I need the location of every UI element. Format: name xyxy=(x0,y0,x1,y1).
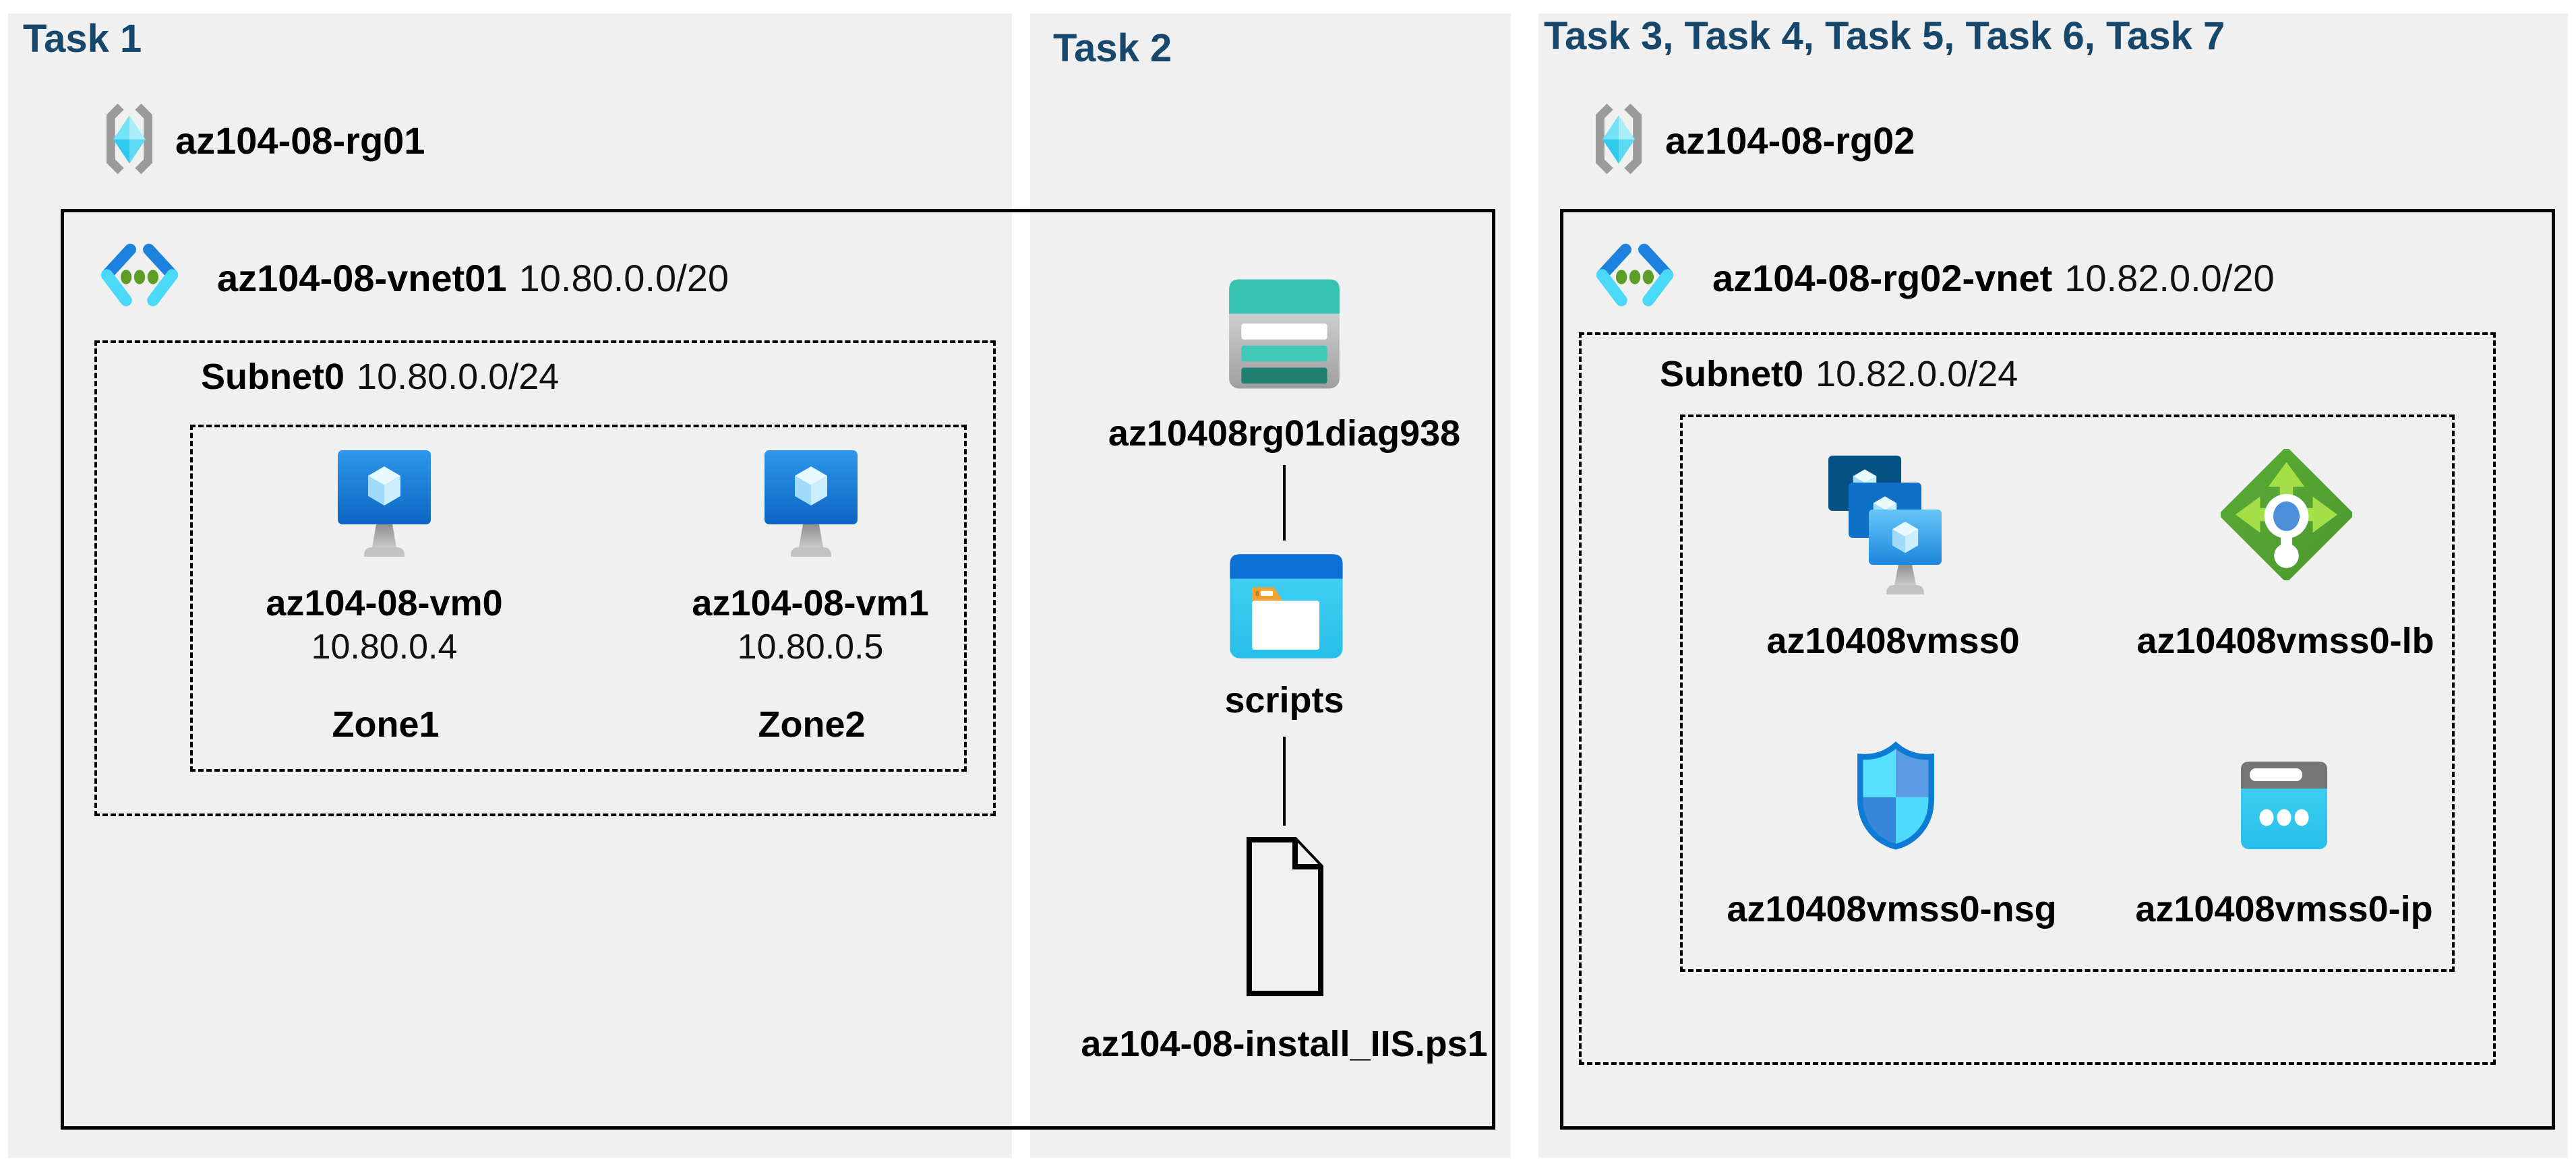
public-ip-icon xyxy=(2241,762,2327,849)
panel-task1 xyxy=(8,13,1012,1158)
vnet01-box xyxy=(61,209,1495,1130)
task2-title: Task 2 xyxy=(1053,26,1172,70)
blob-container-label: scripts xyxy=(1224,680,1344,720)
resource-group-icon xyxy=(98,100,160,178)
subnet0-label-task1: Subnet0 10.80.0.0/24 xyxy=(201,356,559,398)
vm0-name: az104-08-vm0 xyxy=(266,583,503,623)
script-file-label: az104-08-install_IIS.ps1 xyxy=(1081,1024,1488,1064)
resource-group-icon xyxy=(1588,100,1650,178)
subnet0-cidr: 10.80.0.0/24 xyxy=(357,357,560,397)
storage-account-icon xyxy=(1229,279,1340,389)
vm1-zone: Zone2 xyxy=(758,704,866,745)
vmss-label: az10408vmss0 xyxy=(1766,621,2020,661)
resource-group-label: az104-08-rg01 xyxy=(175,119,425,162)
script-file-icon xyxy=(1242,834,1327,999)
rg02-vnet-label: az104-08-rg02-vnet 10.82.0.0/20 xyxy=(1712,256,2275,300)
vnet01-name: az104-08-vnet01 xyxy=(217,257,507,299)
storage-account-label: az10408rg01diag938 xyxy=(1108,413,1461,454)
rg02-vnet-cidr: 10.82.0.0/20 xyxy=(2064,257,2275,299)
subnet0-box-task3 xyxy=(1579,332,2496,1065)
rg01-name: az104-08-rg01 xyxy=(175,119,425,162)
vm0-zone: Zone1 xyxy=(332,704,440,745)
virtual-network-icon xyxy=(100,241,179,310)
virtual-machine-icon xyxy=(760,446,862,561)
rg02-name: az104-08-rg02 xyxy=(1665,119,1915,162)
vm1-ip: 10.80.0.5 xyxy=(737,627,884,667)
subnet0-name: Subnet0 xyxy=(201,357,345,397)
load-balancer-label: az10408vmss0-lb xyxy=(2136,621,2434,661)
virtual-network-icon xyxy=(1595,241,1675,310)
load-balancer-icon xyxy=(2221,449,2352,580)
connector-line xyxy=(1283,737,1286,826)
blob-container-icon xyxy=(1230,554,1343,658)
vmss-group-box xyxy=(1680,415,2455,972)
nsg-label: az10408vmss0-nsg xyxy=(1727,889,2057,929)
task3-title: Task 3, Task 4, Task 5, Task 6, Task 7 xyxy=(1544,14,2225,58)
subnet0-box-task1 xyxy=(94,340,996,816)
subnet0-label-task3: Subnet0 10.82.0.0/24 xyxy=(1660,353,2018,395)
vm-scale-set-icon xyxy=(1819,452,1947,605)
rg02-vnet-name: az104-08-rg02-vnet xyxy=(1712,257,2053,299)
resource-group-label: az104-08-rg02 xyxy=(1665,119,1915,162)
task1-title: Task 1 xyxy=(23,17,142,61)
vm0-ip: 10.80.0.4 xyxy=(311,627,458,667)
vm1-name: az104-08-vm1 xyxy=(692,583,929,623)
subnet0-cidr: 10.82.0.0/24 xyxy=(1816,354,2018,394)
public-ip-label: az10408vmss0-ip xyxy=(2135,889,2433,929)
virtual-machine-icon xyxy=(334,446,435,561)
panel-task3 xyxy=(1538,13,2568,1158)
vnet01-cidr: 10.80.0.0/20 xyxy=(518,257,729,299)
rg02-vnet-box xyxy=(1560,209,2555,1130)
network-security-group-icon xyxy=(1853,741,1939,851)
connector-line xyxy=(1283,465,1286,541)
vnet01-label: az104-08-vnet01 10.80.0.0/20 xyxy=(217,256,729,300)
vm-group-box xyxy=(190,425,967,772)
subnet0-name: Subnet0 xyxy=(1660,354,1804,394)
